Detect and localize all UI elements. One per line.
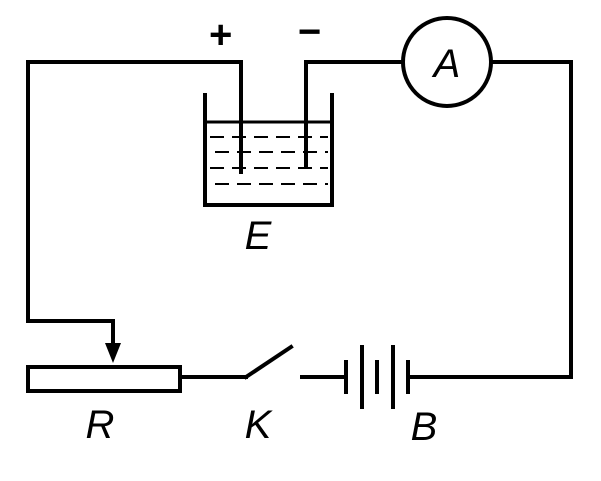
rheostat-label: R [86,403,115,447]
ammeter-label: A [432,42,461,86]
battery [344,345,410,409]
rheostat [26,343,182,393]
ammeter: A [401,16,493,108]
switch-label: K [245,403,274,447]
battery-label: B [411,405,438,449]
wire-ammeter-to-battery [406,60,573,379]
electrolytic-cell [203,60,334,207]
wire-cathode-to-ammeter [304,60,405,167]
cell-vessel [203,93,334,207]
positive-terminal-sign: + [209,13,232,57]
rheostat-body [26,365,182,393]
rheostat-slider-arrow [105,343,121,363]
electrolytic-cell-label: E [245,214,273,258]
negative-terminal-sign: − [298,10,321,54]
ammeter-circle [401,16,493,108]
switch [243,344,294,380]
circuit-wires [26,60,573,379]
switch-blade [243,344,294,380]
